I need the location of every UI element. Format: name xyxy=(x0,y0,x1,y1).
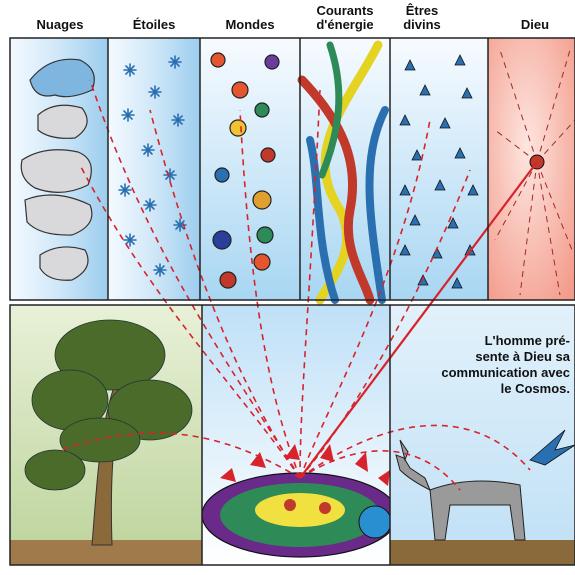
header-courants-line2: d'énergie xyxy=(302,18,388,32)
panel-nuages xyxy=(10,38,108,300)
panel-courants xyxy=(300,38,390,300)
panel-etoiles xyxy=(108,38,200,300)
header-courants-line1: Courants xyxy=(302,4,388,18)
cosmos-symbol xyxy=(202,473,398,557)
panel-center xyxy=(202,305,398,565)
header-dieu: Dieu xyxy=(500,18,570,32)
header-mondes: Mondes xyxy=(204,18,296,32)
header-etres-line2: divins xyxy=(392,18,452,32)
header-etoiles: Étoiles xyxy=(112,18,196,32)
panel-tree xyxy=(10,305,202,565)
caption-line-4: le Cosmos. xyxy=(410,381,570,397)
header-etres-line1: Êtres xyxy=(392,4,452,18)
panel-mondes xyxy=(200,38,300,300)
header-nuages: Nuages xyxy=(20,18,100,32)
caption-line-1: L'homme pré- xyxy=(410,333,570,349)
caption-line-2: sente à Dieu sa xyxy=(410,349,570,365)
caption-line-3: communication avec xyxy=(410,365,570,381)
panel-etres-divins xyxy=(390,38,488,300)
caption: L'homme pré- sente à Dieu sa communicati… xyxy=(410,333,570,397)
